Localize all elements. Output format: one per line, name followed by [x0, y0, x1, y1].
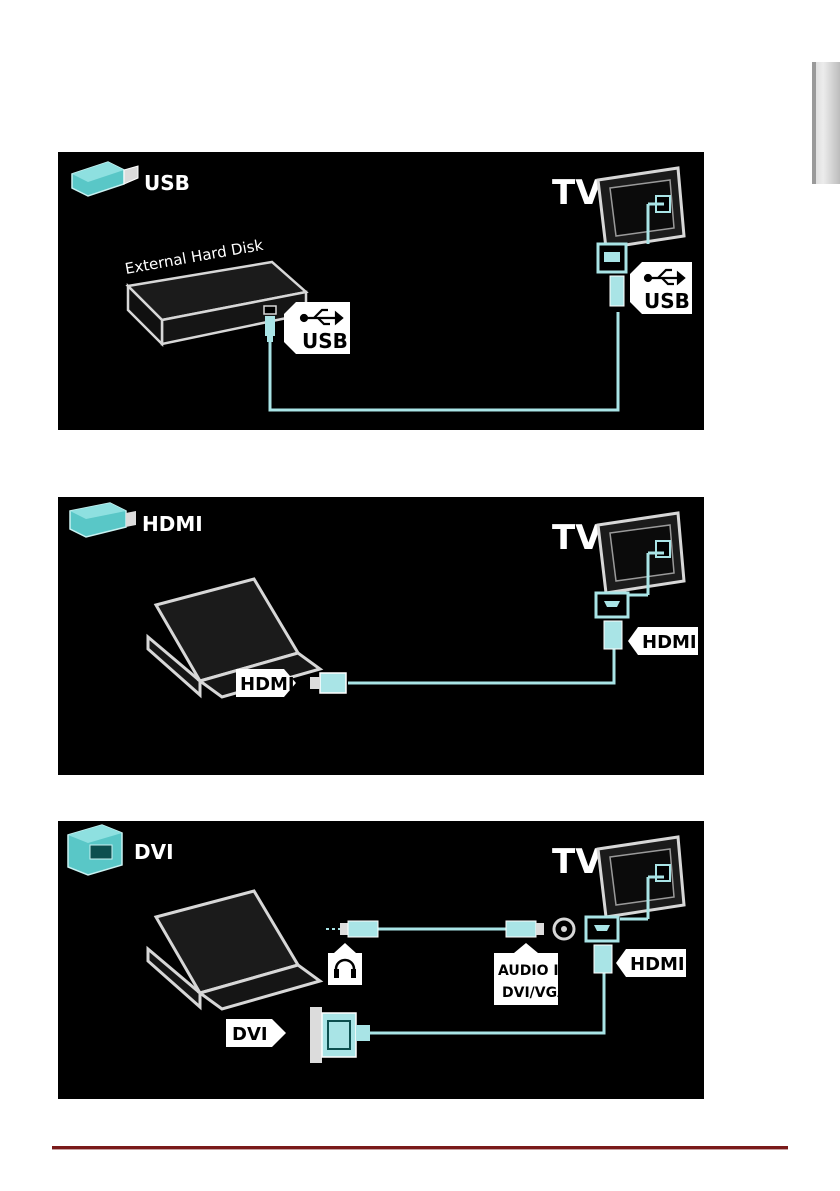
tv-usb-port-label: USB [630, 262, 692, 314]
dvi-plug-icon [68, 825, 122, 875]
footer-rule [52, 1146, 788, 1150]
dvi-plug-laptop-end [310, 1007, 370, 1063]
usb-panel-title: USB [144, 171, 190, 195]
hdmi-plug-icon [70, 503, 136, 537]
tv-hdmi-port-label: HDMI [628, 627, 698, 655]
tv-label: TV [552, 518, 602, 558]
tv-usb-text: USB [644, 289, 690, 313]
device-usb-port-label: USB [284, 302, 350, 354]
dvi-diagram-svg: DVI TV [58, 821, 704, 1099]
audio-in-text: AUDIO IN [498, 963, 570, 979]
device-dvi-text: DVI [232, 1024, 268, 1045]
tv-icon [598, 513, 684, 593]
dvi-to-hdmi-cable [370, 973, 604, 1033]
hdmi-plug-device-end [310, 673, 346, 693]
audio-plug-laptop-end [326, 921, 378, 937]
laptop-icon [148, 891, 320, 1009]
usb-connection-diagram: USB TV External Hard Disk [58, 152, 704, 430]
tv-icon [598, 837, 684, 917]
tv-hdmi-text: HDMI [642, 632, 697, 653]
external-hard-disk-icon [128, 262, 306, 344]
hdmi-panel-title: HDMI [142, 512, 203, 536]
audio-in-port-label: AUDIO IN DVI/VGA [494, 943, 570, 1005]
headphone-port-label [328, 943, 362, 985]
dvi-connection-diagram: DVI TV [58, 821, 704, 1099]
hdmi-connection-diagram: HDMI TV HDMI [58, 497, 704, 775]
tv-label: TV [552, 173, 602, 213]
hdmi-cable [348, 647, 614, 683]
usb-stick-icon [72, 162, 138, 196]
page-side-tab [812, 62, 840, 184]
tv-hdmi-text: HDMI [630, 954, 685, 975]
tv-icon [598, 168, 684, 248]
device-hdmi-text: HDMI [240, 674, 295, 695]
usb-diagram-svg: USB TV External Hard Disk [58, 152, 704, 430]
device-usb-text: USB [302, 329, 348, 353]
audio-plug-tv-end [506, 919, 574, 939]
dvi-vga-text: DVI/VGA [502, 985, 568, 1001]
tv-label: TV [552, 842, 602, 882]
tv-hdmi-port-label: HDMI [616, 949, 686, 977]
usb-plug-device-end [265, 316, 275, 342]
hdmi-diagram-svg: HDMI TV HDMI [58, 497, 704, 775]
dvi-panel-title: DVI [134, 840, 174, 864]
device-hdmi-port-label: HDMI [236, 669, 296, 697]
device-dvi-port-label: DVI [226, 1019, 286, 1047]
